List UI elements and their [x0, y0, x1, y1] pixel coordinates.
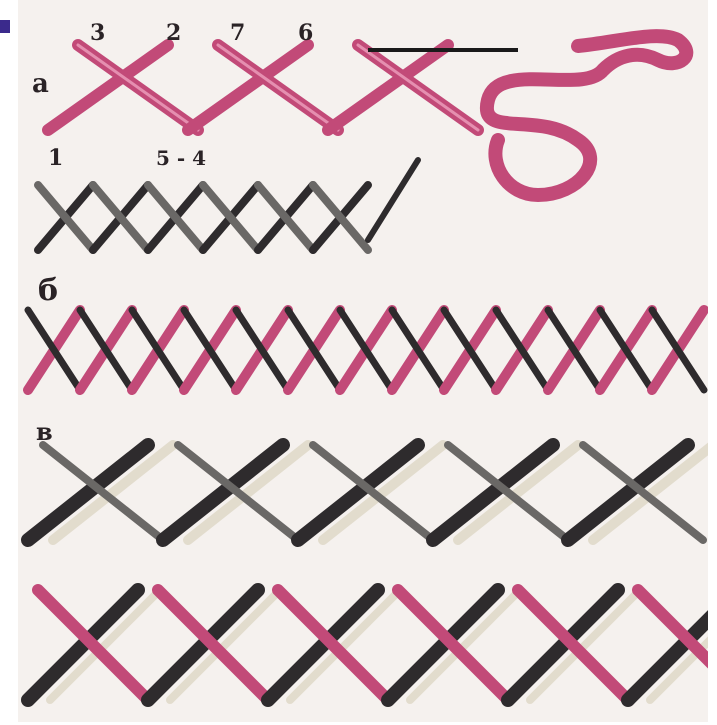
step-label-7: 7	[230, 20, 245, 46]
panel-label-b: б	[38, 273, 58, 308]
step-label-1: 1	[48, 145, 63, 171]
slide-bullet	[0, 20, 10, 33]
step-label-5-4: 5 - 4	[156, 146, 206, 170]
step-label-3: 3	[90, 20, 105, 46]
embroidery-stitch-illustration: 3 2 7 6 a 1 5 - 4 б в	[18, 0, 708, 722]
step-label-2: 2	[166, 20, 181, 46]
panel-label-a: a	[32, 69, 49, 99]
step-label-6: 6	[298, 20, 313, 46]
